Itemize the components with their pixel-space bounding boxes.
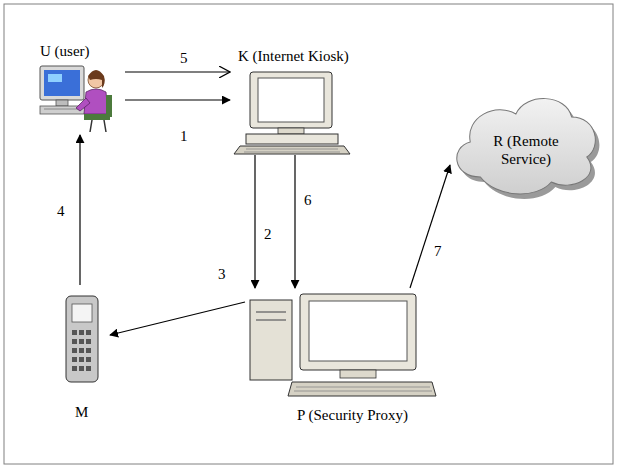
step-number: 4	[55, 203, 67, 219]
step-number: 6	[302, 192, 314, 208]
phone-key	[72, 366, 77, 371]
phone-key	[86, 348, 91, 353]
phone-key	[86, 339, 91, 344]
remote-service-cloud: R (Remote Service)	[450, 82, 602, 207]
phone-icon	[66, 296, 98, 382]
mobile-phone: M	[55, 285, 110, 425]
node-label: K (Internet Kiosk)	[238, 47, 349, 65]
user-station: U (user)	[30, 40, 125, 135]
phone-key	[79, 339, 84, 344]
step-number: 3	[216, 266, 228, 282]
arrow-connector	[254, 155, 255, 288]
kiosk-computer-icon	[234, 72, 350, 154]
arrow-connector	[79, 135, 80, 285]
arrow-connector	[410, 165, 450, 288]
proxy-computer-icon	[250, 294, 436, 396]
step-number: 2	[262, 226, 274, 242]
step-number: 1	[178, 128, 190, 144]
phone-key	[79, 357, 84, 362]
cloud-outline	[457, 99, 596, 194]
arrow-connector	[125, 99, 230, 100]
kiosk-computer: K (Internet Kiosk)	[230, 45, 355, 155]
step-number: 5	[178, 50, 190, 66]
phone-key	[72, 339, 77, 344]
arrow-connector	[125, 71, 230, 72]
arrow-connector	[294, 155, 295, 288]
node-label: P (Security Proxy)	[297, 406, 408, 424]
node-label: R (Remote Service)	[480, 132, 572, 168]
node-label: U (user)	[40, 42, 90, 60]
node-label: M	[75, 403, 88, 421]
frame	[4, 4, 613, 464]
security-proxy: P (Security Proxy)	[245, 288, 435, 428]
phone-key	[86, 366, 91, 371]
phone-key	[72, 357, 77, 362]
phone-key	[79, 366, 84, 371]
user-icon	[40, 66, 112, 132]
phone-key	[72, 330, 77, 335]
phone-key	[72, 348, 77, 353]
phone-key	[86, 330, 91, 335]
phone-key	[86, 357, 91, 362]
step-number: 7	[432, 243, 444, 259]
phone-key	[79, 330, 84, 335]
arrow-connector	[110, 302, 245, 335]
phone-key	[79, 348, 84, 353]
